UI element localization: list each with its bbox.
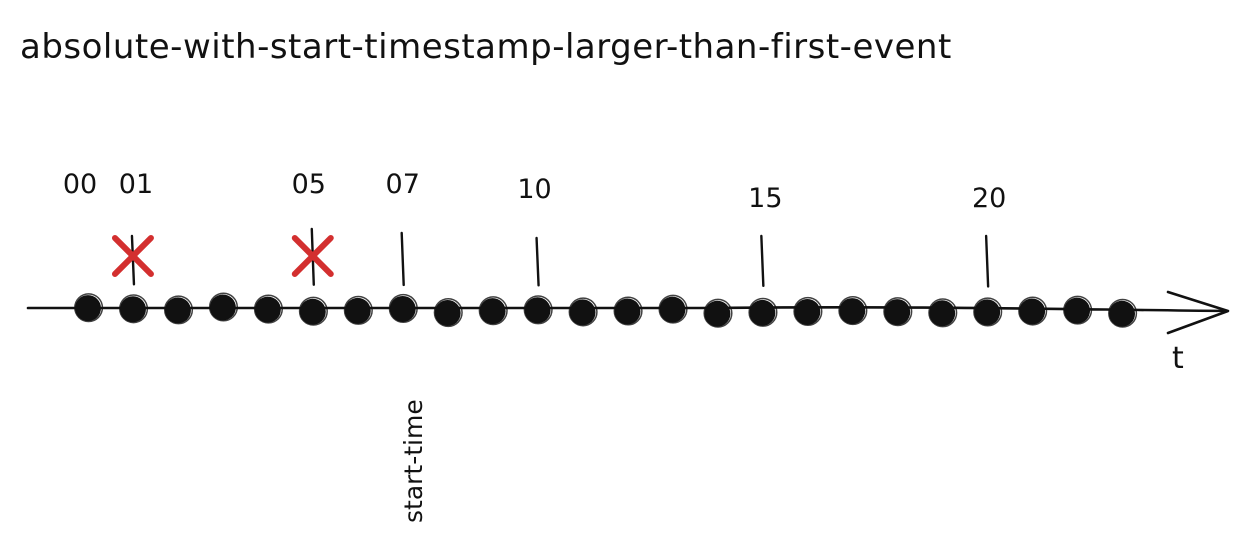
diagram-title: absolute-with-start-timestamp-larger-tha… — [20, 27, 952, 67]
event-dot-fill — [1064, 297, 1091, 324]
event-dot-outline — [163, 295, 194, 325]
event-dot-fill — [479, 298, 506, 325]
excluded-event-cross-01 — [111, 235, 154, 277]
event-dot-02 — [163, 295, 194, 325]
cross-stroke — [111, 235, 154, 277]
event-dot-fill — [659, 296, 686, 323]
event-dot-outline — [883, 297, 913, 327]
event-dot-22 — [1063, 295, 1093, 325]
event-dot-fill — [704, 300, 731, 327]
tick-label-15: 15 — [748, 183, 782, 214]
event-dot-fill — [839, 298, 866, 325]
event-dot-fill — [884, 299, 911, 326]
tick-label-01: 01 — [119, 169, 153, 200]
event-dot-fill — [344, 297, 371, 324]
tick-mark-07 — [400, 231, 405, 287]
event-dot-outline — [1063, 295, 1093, 325]
tick-mark-10 — [535, 236, 540, 287]
tick-label-10: 10 — [517, 174, 551, 205]
event-dot-04 — [253, 294, 283, 324]
event-dot-fill — [209, 294, 236, 321]
event-dot-fill — [1019, 298, 1046, 325]
event-dot-20 — [973, 297, 1003, 327]
event-dot-fill — [974, 299, 1001, 326]
event-dot-23 — [1108, 298, 1138, 328]
event-dot-fill — [434, 300, 461, 327]
event-dot-09 — [478, 296, 508, 326]
event-dot-fill — [929, 300, 956, 327]
event-dot-21 — [1018, 296, 1048, 326]
event-dot-17 — [838, 296, 868, 326]
event-dot-13 — [658, 294, 688, 324]
event-dot-00 — [74, 293, 104, 323]
event-dot-fill — [1109, 300, 1135, 327]
event-dot-10 — [523, 295, 553, 325]
event-dot-outline — [388, 293, 418, 323]
event-dot-outline — [298, 296, 328, 326]
event-dot-outline — [74, 293, 104, 323]
event-dot-outline — [343, 295, 373, 325]
event-dot-outline — [568, 297, 598, 327]
excluded-events-layer — [111, 235, 334, 277]
event-dot-fill — [569, 299, 596, 326]
event-dot-fill — [299, 298, 326, 325]
event-dot-18 — [883, 297, 913, 327]
event-dot-fill — [794, 298, 821, 325]
event-dot-fill — [164, 297, 191, 324]
event-dot-16 — [793, 296, 823, 327]
axis-label: t — [1172, 341, 1184, 376]
start-time-label: start-time — [399, 399, 428, 523]
event-dot-outline — [208, 292, 239, 322]
event-dot-19 — [928, 298, 958, 328]
event-dot-outline — [613, 296, 643, 326]
event-dot-fill — [389, 295, 416, 322]
event-dot-outline — [253, 294, 283, 324]
event-dot-outline — [658, 294, 688, 324]
tick-mark-20 — [984, 234, 990, 288]
tick-label-00: 00 — [63, 169, 97, 200]
event-dot-outline — [433, 298, 463, 328]
event-dot-fill — [614, 298, 641, 325]
event-dot-14 — [703, 298, 733, 328]
event-dot-12 — [613, 296, 643, 326]
event-dot-outline — [703, 298, 733, 328]
event-dot-outline — [793, 296, 823, 327]
event-dot-outline — [523, 295, 553, 325]
event-dot-fill — [524, 297, 551, 324]
tick-mark-15 — [760, 234, 765, 288]
event-dot-outline — [1018, 296, 1048, 326]
event-dot-03 — [208, 292, 239, 322]
tick-label-20: 20 — [972, 183, 1006, 214]
excluded-event-cross-05 — [291, 235, 334, 277]
cross-stroke — [291, 235, 334, 277]
tick-label-07: 07 — [386, 169, 420, 200]
ticks-layer: 00 01 05 07 10 15 20 — [63, 169, 1006, 288]
event-dot-outline — [973, 297, 1003, 327]
event-dot-outline — [119, 294, 149, 324]
event-dot-outline — [1108, 298, 1138, 328]
event-dot-08 — [433, 298, 463, 328]
event-dot-fill — [254, 296, 281, 323]
event-dot-outline — [838, 296, 868, 326]
event-dot-outline — [478, 296, 508, 326]
tick-label-05: 05 — [292, 169, 326, 200]
event-dot-15 — [748, 297, 778, 327]
events-layer — [74, 292, 1138, 328]
event-dot-06 — [343, 295, 373, 325]
event-dot-05 — [298, 296, 328, 326]
event-dot-11 — [568, 297, 598, 327]
event-dot-outline — [748, 297, 778, 327]
event-dot-01 — [119, 294, 149, 324]
event-dot-fill — [119, 296, 146, 323]
event-dot-fill — [749, 299, 776, 326]
event-dot-outline — [928, 298, 958, 328]
axis-arrowhead — [1166, 290, 1230, 335]
event-dot-fill — [75, 295, 101, 322]
event-dot-07 — [388, 293, 418, 323]
